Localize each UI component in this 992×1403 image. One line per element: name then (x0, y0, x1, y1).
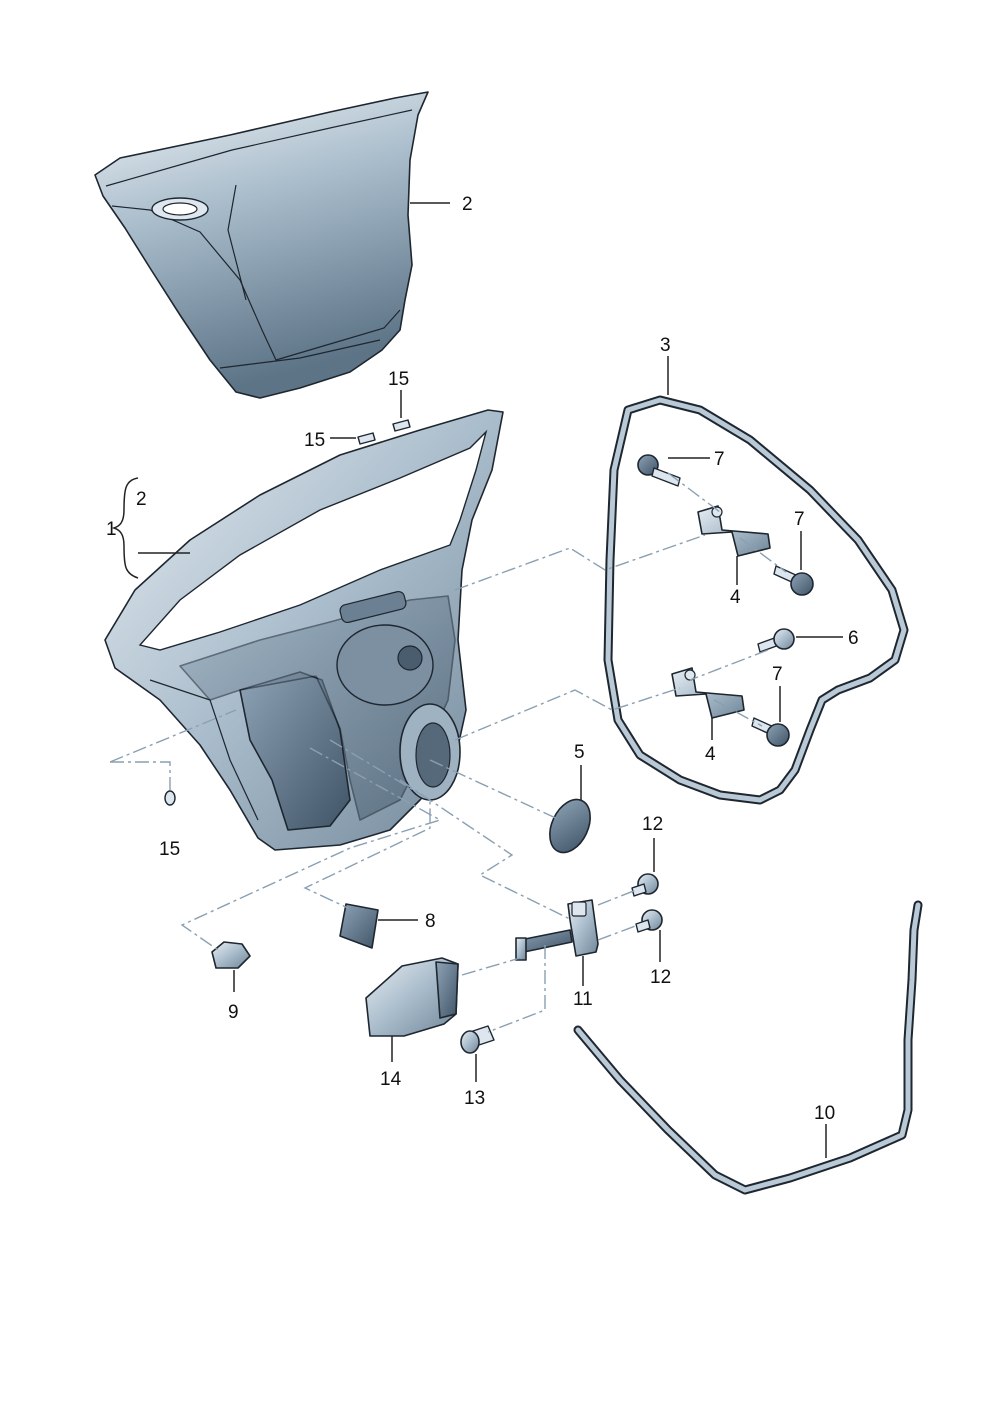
bolt-7-mid (773, 565, 814, 596)
callout-3: 3 (660, 335, 671, 356)
callout-6: 6 (848, 628, 859, 649)
plug-15-top-b (392, 419, 411, 432)
hinge-4-lower (671, 667, 745, 719)
handle-housing-14 (365, 957, 459, 1037)
callout-12-top: 12 (642, 814, 663, 835)
door-shell (104, 409, 504, 851)
callout-7-lower: 7 (772, 664, 783, 685)
callout-10: 10 (814, 1103, 835, 1124)
seal-strip-10 (573, 900, 923, 1195)
screw-6 (757, 628, 795, 653)
callout-7-mid: 7 (794, 509, 805, 530)
callout-7-top: 7 (714, 449, 725, 470)
clip-9 (211, 941, 251, 969)
callout-8: 8 (425, 911, 436, 932)
callout-15-bottom: 15 (159, 839, 180, 860)
callout-2-panel: 2 (462, 194, 473, 215)
screw-12-bottom (635, 909, 663, 933)
callout-4-upper: 4 (730, 587, 741, 608)
bolt-13 (460, 1025, 495, 1054)
callout-15-top: 15 (388, 369, 409, 390)
callout-2-bracket: 2 (136, 489, 147, 510)
plug-15-top-a (357, 432, 376, 445)
door-seal (603, 395, 909, 805)
callout-9: 9 (228, 1002, 239, 1023)
hinge-4-upper (697, 505, 771, 557)
callout-15-left: 15 (304, 430, 325, 451)
callout-13: 13 (464, 1088, 485, 1109)
pad-8 (339, 903, 379, 949)
callout-14: 14 (380, 1069, 402, 1090)
screw-12-top (631, 873, 659, 897)
plug-15-bottom (164, 790, 176, 806)
bolt-7-top (637, 454, 681, 487)
door-check-11 (515, 899, 599, 961)
callout-4-lower: 4 (705, 744, 716, 765)
assembly-lines (109, 472, 787, 1033)
bolt-7-lower (751, 717, 790, 747)
speaker-cover-5 (549, 798, 591, 854)
callout-11: 11 (573, 989, 593, 1010)
callout-12-bottom: 12 (650, 967, 671, 988)
outer-door-panel (94, 91, 429, 399)
callout-5: 5 (574, 742, 585, 763)
callout-1: 1 (106, 519, 117, 540)
